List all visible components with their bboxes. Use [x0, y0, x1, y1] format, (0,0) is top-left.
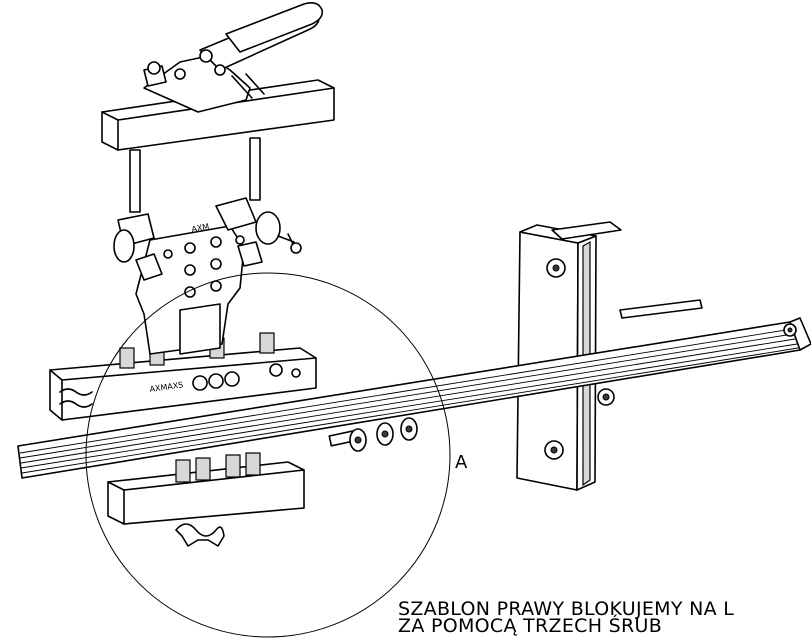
side-knobs: [113, 197, 302, 281]
screws: [328, 417, 418, 452]
caption-line-2: ZA POMOCĄ TRZECH ŚRUB: [398, 615, 663, 637]
caption-line-1: SZABLON PRAWY BLOKUJEMY NA L: [398, 601, 735, 620]
carriage: AXMAXS: [49, 332, 317, 421]
instruction-caption: SZABLON PRAWY BLOKUJEMY NA L ZA POMOCĄ T…: [398, 601, 811, 644]
toggle-clamp: [143, 2, 324, 113]
aluminium-rail: [17, 299, 811, 479]
support-rods: [129, 137, 261, 213]
detail-circle-a: [85, 272, 451, 638]
plate-logo: AXM: [191, 222, 210, 234]
mounting-plate: AXM: [135, 222, 245, 355]
lower-block: [107, 452, 305, 547]
detail-label-a: A: [455, 452, 468, 473]
